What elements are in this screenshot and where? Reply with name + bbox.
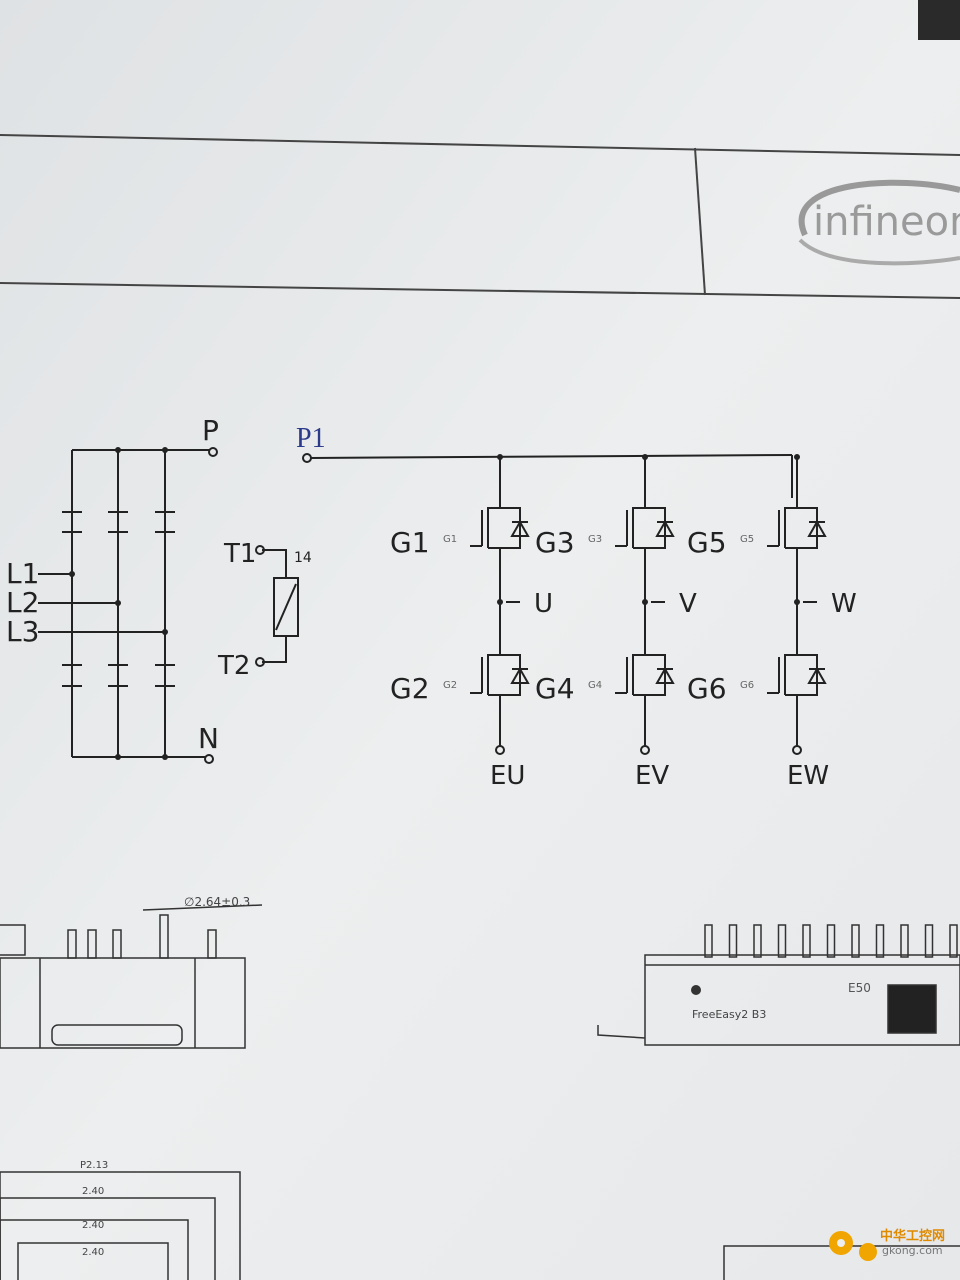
package-pin: [753, 924, 762, 958]
thermistor: [262, 549, 299, 663]
output-label-v: V: [679, 589, 697, 619]
gate-label-upper-1: G1: [390, 526, 430, 559]
terminal-p: [208, 447, 218, 457]
igbt-upper-v: [615, 498, 675, 560]
small-gate-upper-5: G5: [740, 534, 754, 545]
gate-label-lower-2: G2: [390, 672, 430, 705]
label-pin-14: 14: [294, 550, 312, 566]
label-l3: L3: [6, 615, 39, 648]
dim-row-2: 2.40: [82, 1186, 104, 1197]
package-pin: [875, 924, 885, 958]
igbt-lower-u: [470, 645, 530, 707]
emitter-label-v: EV: [635, 761, 669, 791]
package-pin: [826, 924, 836, 958]
watermark-cn: 中华工控网: [880, 1228, 945, 1244]
right-package-pins: [704, 924, 958, 958]
igbt-upper-w: [767, 498, 827, 560]
emitter-label-u: EU: [490, 761, 525, 791]
gate-label-lower-4: G4: [535, 672, 575, 705]
label-t1: T1: [223, 539, 256, 569]
label-l1: L1: [6, 557, 39, 590]
terminal-n: [204, 754, 214, 764]
title-block: [0, 134, 960, 299]
logo-text: infineon: [813, 199, 960, 245]
corner-shadow: [918, 0, 960, 40]
diode-upper-3: [155, 511, 175, 533]
code-label: E50: [848, 981, 871, 995]
terminal-t2: [255, 657, 265, 667]
igbt-lower-v: [615, 645, 675, 707]
drawing-left-package: [0, 904, 263, 1049]
rectifier-nodes: [69, 447, 168, 760]
terminal-t1: [255, 545, 265, 555]
package-pin: [704, 924, 713, 958]
small-gate-upper-3: G3: [588, 534, 602, 545]
label-n: N: [198, 722, 219, 755]
small-gate-lower-6: G6: [740, 680, 754, 691]
package-pin: [728, 924, 738, 958]
terminal-p1: [302, 453, 312, 463]
diode-lower-2: [108, 664, 128, 687]
small-gate-lower-2: G2: [443, 680, 457, 691]
gate-label-lower-6: G6: [687, 672, 727, 705]
drawing-bottom-left-frame: [0, 1171, 241, 1280]
emitter-label-w: EW: [787, 761, 829, 791]
igbt-lower-w: [767, 645, 827, 707]
output-label-w: W: [831, 589, 857, 619]
diode-lower-1: [62, 664, 82, 687]
watermark: 中华工控网 gkong.com: [829, 1228, 945, 1261]
label-p: P: [202, 414, 219, 447]
dim-label: ∅2.64±0.3: [184, 895, 250, 909]
rectifier-bridge: [38, 449, 210, 758]
label-t2: T2: [217, 651, 250, 681]
small-gate-upper-1: G1: [443, 534, 457, 545]
small-gate-lower-4: G4: [588, 680, 602, 691]
igbt-upper-u: [470, 498, 530, 560]
infineon-logo: infineon: [798, 179, 960, 266]
inverter-bus: [309, 454, 793, 498]
package-pin: [777, 924, 787, 958]
part-label: FreeEasy2 B3: [692, 1008, 766, 1021]
mounting-dot: [691, 985, 701, 995]
watermark-url: gkong.com: [882, 1244, 943, 1257]
output-label-u: U: [534, 589, 553, 619]
package-pin: [949, 924, 958, 958]
dim-row-1: P2.13: [80, 1160, 108, 1171]
diode-lower-3: [155, 664, 175, 687]
diode-upper-1: [62, 511, 82, 533]
dim-row-3: 2.40: [82, 1220, 104, 1231]
package-pin: [900, 924, 909, 958]
package-pin: [851, 924, 860, 958]
gate-label-upper-5: G5: [687, 526, 727, 559]
diode-upper-2: [108, 511, 128, 533]
package-pin: [924, 924, 934, 958]
label-p1: P1: [296, 423, 326, 454]
gear-icon-small: [859, 1243, 877, 1261]
drawing-bottom-right-frame: [723, 1245, 960, 1280]
dim-row-4: 2.40: [82, 1247, 104, 1258]
label-l2: L2: [6, 586, 39, 619]
drawing-right-package: [597, 954, 960, 1046]
package-pin: [802, 924, 811, 958]
gate-label-upper-3: G3: [535, 526, 575, 559]
